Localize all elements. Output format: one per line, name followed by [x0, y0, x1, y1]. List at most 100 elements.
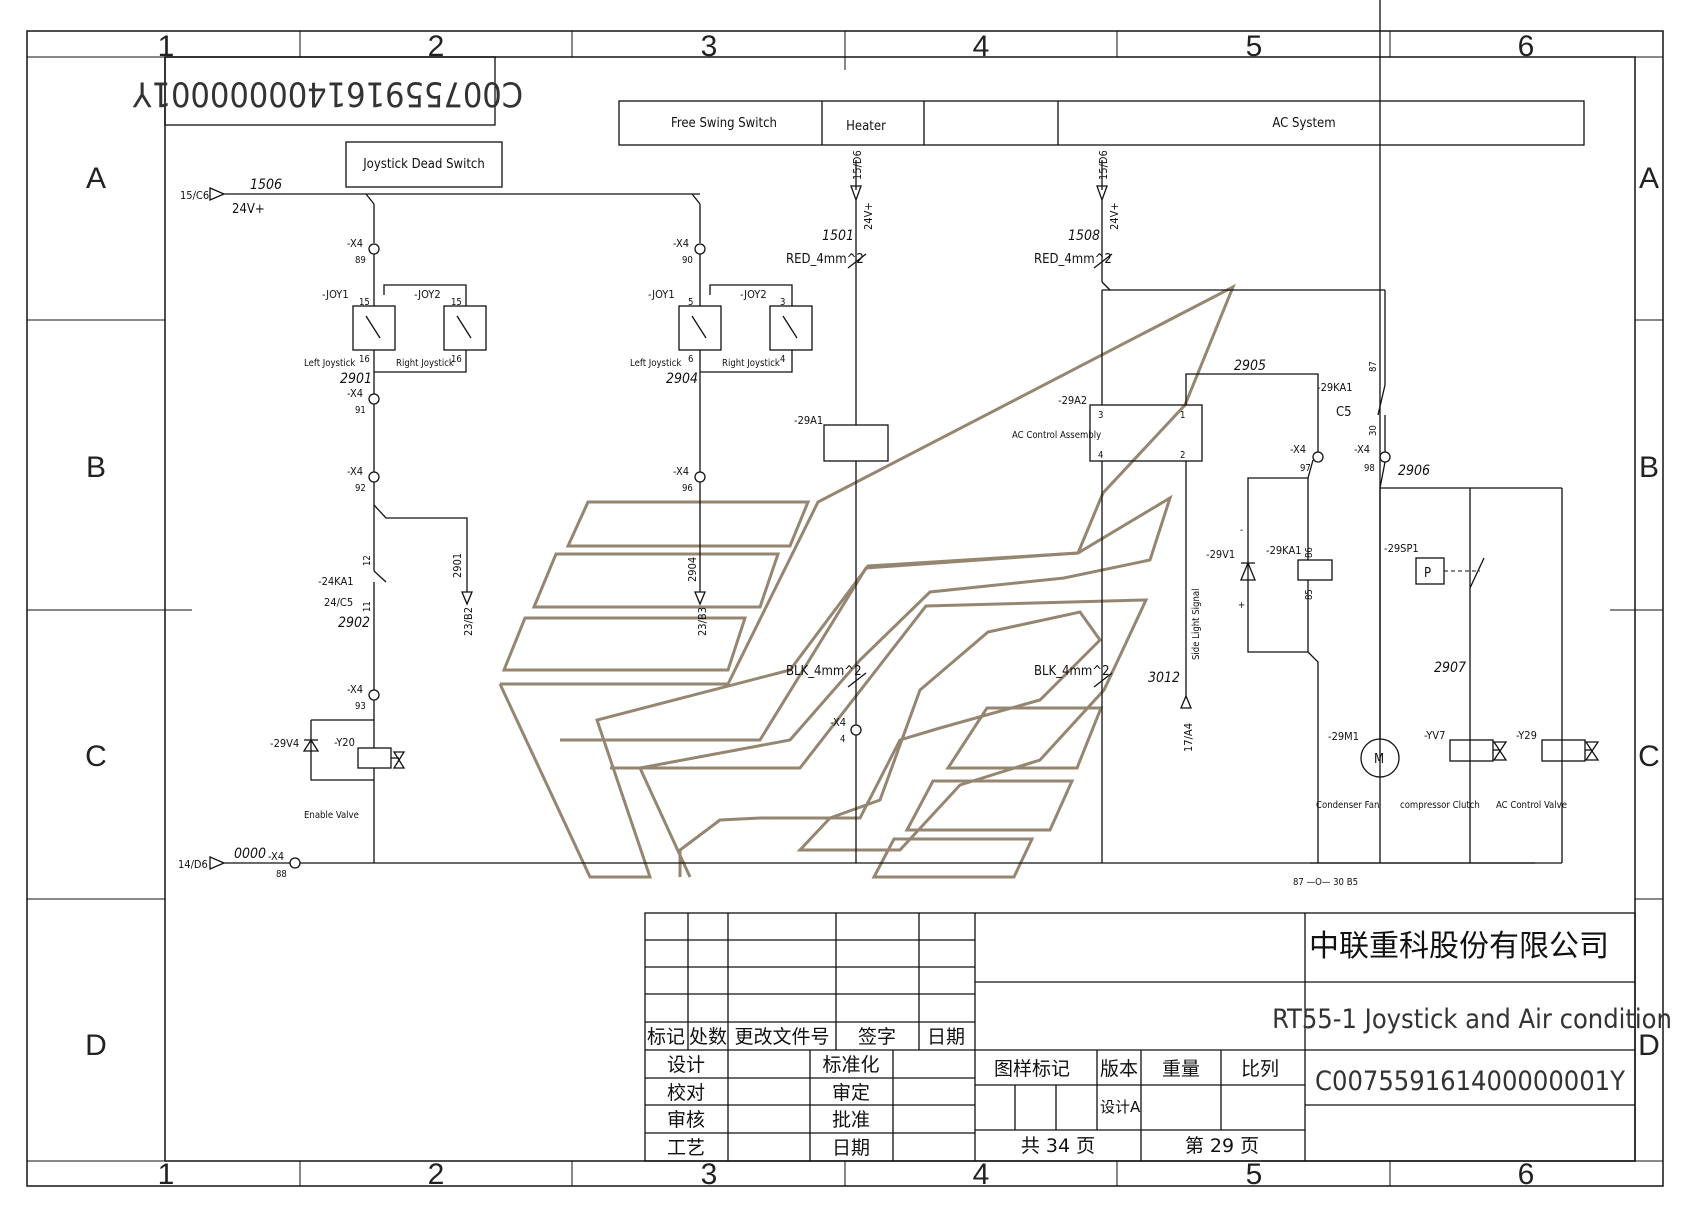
pin-93: 93	[355, 701, 366, 712]
pin-1: 1	[1180, 410, 1185, 421]
ac-control-assembly-label: AC Control Assembly	[1012, 430, 1101, 441]
ref-15-d6: 15/D6	[1097, 150, 1110, 180]
pin-11: 11	[362, 601, 373, 612]
ka29-label: -29KA1	[1317, 381, 1353, 394]
column-label: 2	[428, 30, 445, 63]
m29-label: -29M1	[1328, 730, 1359, 743]
terminal	[289, 857, 301, 869]
ref-15-c6: 15/C6	[180, 189, 209, 202]
rev-header-count: 处数	[689, 1026, 727, 1048]
process-label: 工艺	[667, 1137, 705, 1159]
wire-2906: 2906	[1398, 463, 1430, 479]
weight-label: 重量	[1162, 1058, 1200, 1080]
x4-label: -X4	[1354, 443, 1370, 456]
row-label: A	[86, 162, 106, 195]
wire-1501: 1501	[822, 228, 854, 244]
column-label: 6	[1518, 30, 1535, 63]
pin-97: 97	[1300, 463, 1311, 474]
title-block: 标记 处数 更改文件号 签字 日期 设计 标准化 校对 审定 审核 批准 工艺 …	[644, 912, 1672, 1162]
date-label: 日期	[832, 1137, 870, 1159]
block-heater: Heater	[846, 119, 886, 134]
left-joystick-label: Left Joystick	[630, 358, 681, 369]
pin-5: 5	[688, 297, 693, 308]
pin-4: 4	[1098, 450, 1103, 461]
ac-control-valve-label: AC Control Valve	[1496, 800, 1567, 811]
wire-1506: 1506	[250, 177, 282, 193]
terminal	[368, 471, 380, 483]
x4-label: -X4	[268, 850, 284, 863]
column-label: 3	[701, 30, 718, 63]
row-label: A	[1639, 162, 1659, 195]
pin-87: 87	[1368, 361, 1379, 372]
dead-switch-circuit: 15/C6 1506 24V+ -X4 89 -JOY1 -JOY2 15 16…	[178, 177, 1535, 880]
wire-red-4mm2: RED_4mm^2	[786, 252, 864, 267]
audit-label: 审核	[667, 1109, 705, 1131]
row-label: D	[1638, 1029, 1660, 1062]
x4-label: -X4	[1290, 443, 1306, 456]
motor	[1360, 738, 1400, 778]
sheet-number: 第 29 页	[1185, 1135, 1259, 1157]
terminal	[694, 471, 706, 483]
stage-label: 设计A	[1100, 1098, 1141, 1116]
standardize-label: 标准化	[822, 1054, 879, 1076]
joy2-label: -JOY2	[740, 288, 767, 301]
column-label: 2	[428, 1158, 445, 1191]
y20-label: -Y20	[334, 736, 355, 749]
column-label: 1	[158, 1158, 175, 1191]
heater-circuit: 15/D6 24V+ 1501 RED_4mm^2 -29A1 BLK_4mm^…	[786, 150, 889, 863]
pin-2: 2	[1180, 450, 1185, 461]
mirrored-drawing-code: C007559161400000001Y	[133, 74, 524, 114]
wire-2901: 2901	[340, 371, 372, 387]
x4-label: -X4	[347, 387, 363, 400]
enable-valve-label: Enable Valve	[304, 810, 359, 821]
scale-label: 比列	[1241, 1058, 1279, 1080]
pin-85: 85	[1304, 589, 1315, 600]
x4-label: -X4	[347, 237, 363, 250]
pin-4: 4	[780, 354, 785, 365]
v29v4-label: -29V4	[270, 737, 299, 750]
design-label: 设计	[667, 1054, 705, 1076]
terminal	[368, 243, 380, 255]
wire-1508: 1508	[1068, 228, 1100, 244]
minus-sign: -	[1240, 525, 1243, 536]
right-joystick-label: Right Joystick	[722, 358, 780, 369]
x4-label: -X4	[673, 237, 689, 250]
ref-15-d6: 15/D6	[851, 150, 864, 180]
pin-86: 86	[1304, 547, 1315, 558]
pin-96: 96	[682, 483, 693, 494]
ref-24-c5: 24/C5	[324, 596, 353, 609]
row-label: B	[1639, 451, 1659, 484]
condenser-fan-label: Condenser Fan	[1316, 800, 1379, 811]
mirrored-code-box: C007559161400000001Y	[133, 56, 524, 126]
y29-label: -Y29	[1516, 729, 1537, 742]
ref-17-a4: 17/A4	[1182, 723, 1195, 752]
wire-blk-4mm2: BLK_4mm^2	[1034, 664, 1110, 679]
check-label: 校对	[667, 1082, 705, 1104]
pin-16: 16	[359, 354, 370, 365]
column-label: 4	[973, 1158, 990, 1191]
wire-2904-vertical: 2904	[686, 557, 699, 582]
pin-6: 6	[688, 354, 693, 365]
function-blocks: Joystick Dead Switch Free Swing Switch H…	[345, 100, 1585, 188]
rev-header-doc: 更改文件号	[734, 1026, 829, 1048]
approve-label: 批准	[832, 1109, 870, 1131]
wire-2904: 2904	[666, 371, 698, 387]
pin-92: 92	[355, 483, 366, 494]
rev-header-sign: 签字	[858, 1026, 896, 1048]
wire-3012: 3012	[1148, 670, 1180, 686]
drawing-title: RT55-1 Joystick and Air condition	[1272, 1004, 1672, 1035]
block-free-swing-switch: Free Swing Switch	[671, 116, 777, 131]
total-sheets: 共 34 页	[1021, 1135, 1095, 1157]
pin-91: 91	[355, 405, 366, 416]
rev-header-date: 日期	[927, 1026, 965, 1048]
wire-2901-vertical: 2901	[451, 553, 464, 578]
sp29-label: -29SP1	[1384, 542, 1419, 555]
terminal	[368, 689, 380, 701]
wire-red-4mm2: RED_4mm^2	[1034, 252, 1112, 267]
terminal	[1379, 451, 1391, 463]
ref-c5: C5	[1336, 405, 1352, 420]
pin-15: 15	[359, 297, 370, 308]
pressure-symbol: P	[1424, 566, 1431, 581]
joy2-label: -JOY2	[414, 288, 441, 301]
